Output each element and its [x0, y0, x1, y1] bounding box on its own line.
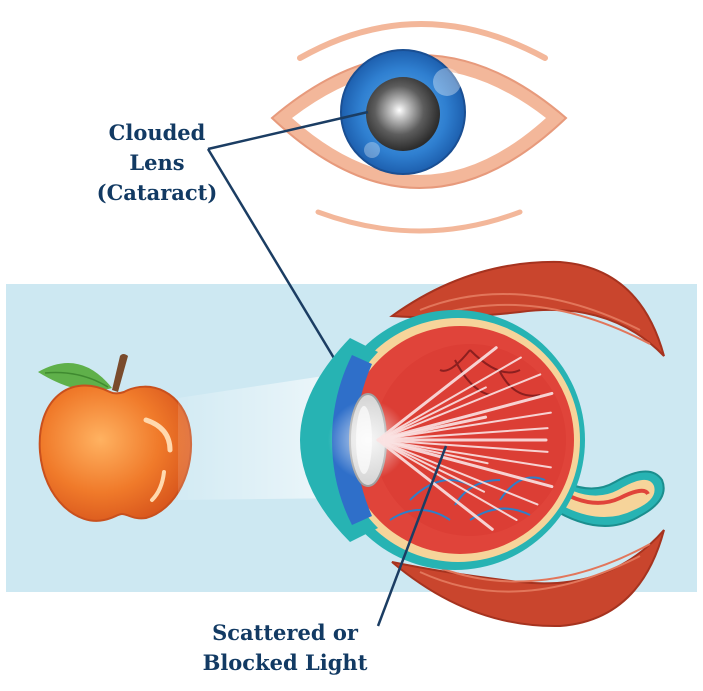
label-clouded-lens-line1: Clouded	[92, 118, 222, 148]
label-clouded-lens: Clouded Lens (Cataract)	[92, 118, 222, 208]
label-scattered-light-line1: Scattered or	[190, 618, 380, 648]
label-clouded-lens-line3: (Cataract)	[92, 178, 222, 208]
label-scattered-light: Scattered or Blocked Light	[190, 618, 380, 678]
front-eye	[272, 24, 566, 231]
label-clouded-lens-line2: Lens	[92, 148, 222, 178]
clouded-pupil	[366, 77, 440, 151]
label-scattered-light-line2: Blocked Light	[190, 648, 380, 678]
